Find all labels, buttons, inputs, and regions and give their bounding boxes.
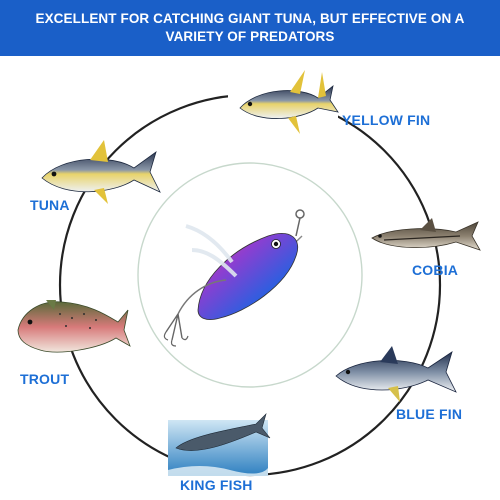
bluefin-tuna-icon <box>335 346 457 402</box>
label-cobia: COBIA <box>412 262 459 278</box>
tuna-icon <box>41 140 161 204</box>
trout-icon <box>17 300 131 353</box>
label-blue-fin: BLUE FIN <box>396 406 463 422</box>
headline-banner: EXCELLENT FOR CATCHING GIANT TUNA, BUT E… <box>0 0 500 56</box>
kingfish-icon <box>168 412 271 476</box>
label-tuna: TUNA <box>30 197 70 213</box>
headline-text: EXCELLENT FOR CATCHING GIANT TUNA, BUT E… <box>35 11 465 44</box>
label-king-fish: KING FISH <box>180 477 253 493</box>
label-trout: TROUT <box>20 371 70 387</box>
fishing-lure-icon <box>163 209 305 347</box>
label-yellow-fin: YELLOW FIN <box>342 112 431 128</box>
yellowfin-tuna-icon <box>228 70 339 136</box>
inner-circle <box>137 162 363 388</box>
cobia-icon <box>371 218 481 251</box>
